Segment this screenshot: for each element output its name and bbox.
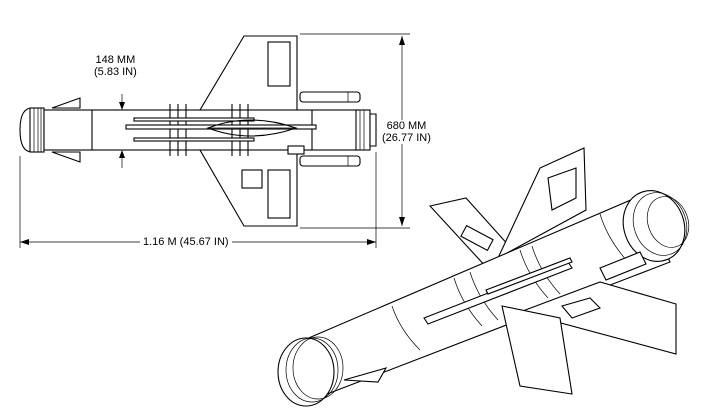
upper-canard bbox=[51, 97, 81, 109]
lower-canard bbox=[51, 151, 81, 163]
span-imperial: (26.77 IN) bbox=[382, 132, 431, 144]
iso-fin-right bbox=[518, 281, 677, 355]
length-arrow-right bbox=[367, 239, 376, 245]
diameter-arrow-bottom bbox=[119, 150, 125, 158]
nose-cap bbox=[19, 107, 33, 153]
iso-pod bbox=[599, 251, 647, 281]
span-label: 680 MM (26.77 IN) bbox=[382, 120, 431, 144]
pod-mount bbox=[287, 145, 305, 155]
rod-lower bbox=[133, 137, 255, 142]
length-label: 1.16 M (45.67 IN) bbox=[140, 236, 232, 248]
top-view-missile bbox=[19, 35, 377, 227]
isometric-missile bbox=[277, 147, 690, 407]
tail-nozzle bbox=[369, 113, 377, 147]
tail-ring bbox=[355, 109, 371, 151]
iso-fin-back-panel bbox=[460, 224, 494, 252]
lower-fin-panel bbox=[267, 169, 291, 219]
iso-fin-bottom bbox=[501, 305, 573, 395]
iso-tail bbox=[622, 190, 686, 262]
length-arrow-left bbox=[20, 239, 29, 245]
diameter-metric: 148 MM bbox=[95, 54, 136, 66]
lower-pod bbox=[299, 155, 361, 167]
iso-rod-upper bbox=[485, 257, 573, 295]
center-fairing bbox=[206, 119, 298, 137]
span-metric: 680 MM bbox=[386, 120, 427, 132]
upper-fin-panel bbox=[267, 41, 291, 87]
iso-nose bbox=[277, 337, 335, 407]
rod-center bbox=[125, 124, 317, 130]
body-tube bbox=[43, 109, 359, 151]
iso-canard bbox=[343, 367, 388, 383]
nose-ring bbox=[29, 107, 45, 153]
lower-fin-inner-panel bbox=[241, 169, 263, 189]
diameter-imperial: (5.83 IN) bbox=[94, 66, 137, 78]
iso-fin-top bbox=[496, 147, 587, 260]
iso-fin-top-panel bbox=[547, 167, 577, 211]
upper-fin bbox=[199, 35, 298, 111]
upper-pod bbox=[299, 91, 361, 103]
span-arrow-top bbox=[399, 36, 405, 45]
iso-fin-right-panel bbox=[561, 297, 602, 319]
span-arrow-bottom bbox=[399, 217, 405, 226]
diameter-label: 148 MM (5.83 IN) bbox=[94, 54, 137, 78]
diameter-arrow-top bbox=[119, 102, 125, 110]
